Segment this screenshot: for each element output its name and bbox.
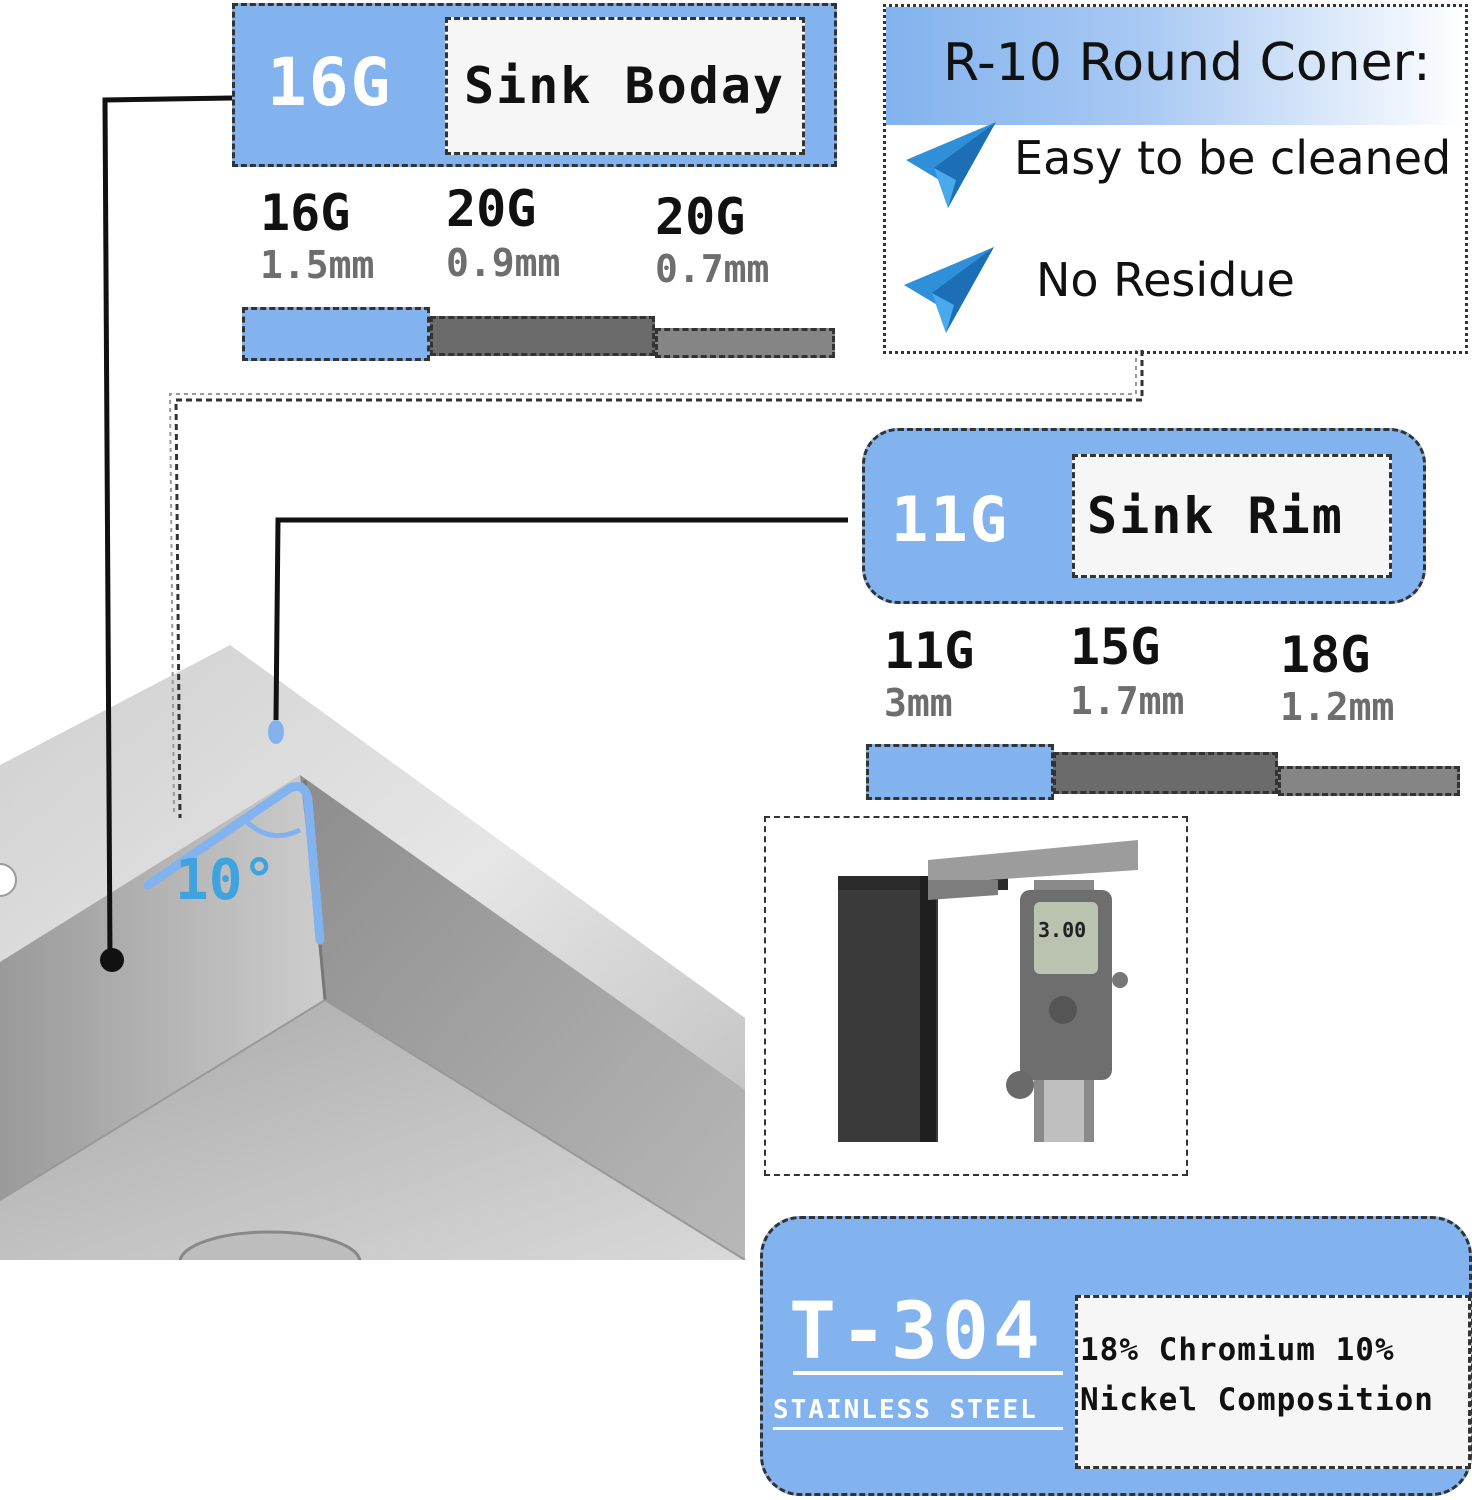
corner-feature-2: No Residue	[1036, 253, 1295, 307]
body-gauge-2-thickness: 0.9mm	[446, 241, 561, 285]
body-gauge-1-thickness: 1.5mm	[260, 243, 375, 287]
sink-body-badge-panel: 16G Sink Boday	[232, 3, 837, 167]
body-gauge-1-name: 16G	[260, 184, 351, 242]
rim-gauge-2-name: 15G	[1070, 618, 1161, 676]
body-gauge-3-name: 20G	[655, 188, 746, 246]
corner-title-band	[886, 7, 1465, 125]
rim-gauge-3-name: 18G	[1280, 626, 1371, 684]
material-grade-underline	[793, 1371, 1063, 1375]
body-thickness-bar-2	[430, 316, 655, 356]
rim-gauge-1-name: 11G	[884, 622, 975, 680]
sink-body-gauge-badge: 16G	[267, 44, 393, 121]
caliper-photo-frame	[764, 816, 1188, 1176]
corner-title: R-10 Round Coner:	[943, 33, 1431, 93]
rim-thickness-bar-2	[1053, 752, 1278, 794]
material-panel: T-304 STAINLESS STEEL 18% Chromium 10% N…	[760, 1216, 1472, 1496]
sink-photo	[0, 645, 746, 1260]
corner-features-panel: R-10 Round Coner: Easy to be cleaned No …	[883, 4, 1468, 354]
sink-rim-gauge-badge: 11G	[891, 483, 1009, 556]
rim-gauge-2-thickness: 1.7mm	[1070, 679, 1185, 723]
body-thickness-bar-3	[655, 328, 835, 358]
body-thickness-bar-1	[242, 307, 430, 361]
body-gauge-3-thickness: 0.7mm	[655, 247, 770, 291]
sink-rim-label: Sink Rim	[1087, 487, 1344, 545]
material-grade: T-304	[789, 1287, 1044, 1377]
rim-gauge-3-thickness: 1.2mm	[1280, 685, 1395, 729]
caliper-photo	[838, 840, 1148, 1142]
composition-line-2: Nickel Composition	[1080, 1382, 1434, 1418]
caliper-reading: 3.00	[1038, 918, 1087, 942]
angle-label: 10°	[175, 848, 277, 913]
corner-feature-1: Easy to be cleaned	[1014, 131, 1452, 185]
composition-box: 18% Chromium 10% Nickel Composition	[1075, 1295, 1471, 1469]
corner-radius-outline	[143, 782, 325, 945]
paper-plane-icon	[906, 122, 996, 208]
rim-gauge-1-thickness: 3mm	[884, 681, 953, 725]
material-subtitle-underline	[773, 1427, 1063, 1430]
material-subtitle: STAINLESS STEEL	[773, 1395, 1038, 1425]
sink-rim-label-box: Sink Rim	[1072, 454, 1392, 578]
sink-body-label-box: Sink Boday	[445, 17, 805, 155]
paper-plane-icon	[904, 247, 994, 333]
rim-thickness-bar-1	[866, 744, 1054, 800]
body-gauge-2-name: 20G	[446, 180, 537, 238]
composition-line-1: 18% Chromium 10%	[1080, 1332, 1395, 1368]
rim-thickness-bar-3	[1278, 766, 1460, 796]
sink-rim-badge-panel: 11G Sink Rim	[862, 428, 1426, 604]
sink-body-label: Sink Boday	[464, 57, 786, 115]
